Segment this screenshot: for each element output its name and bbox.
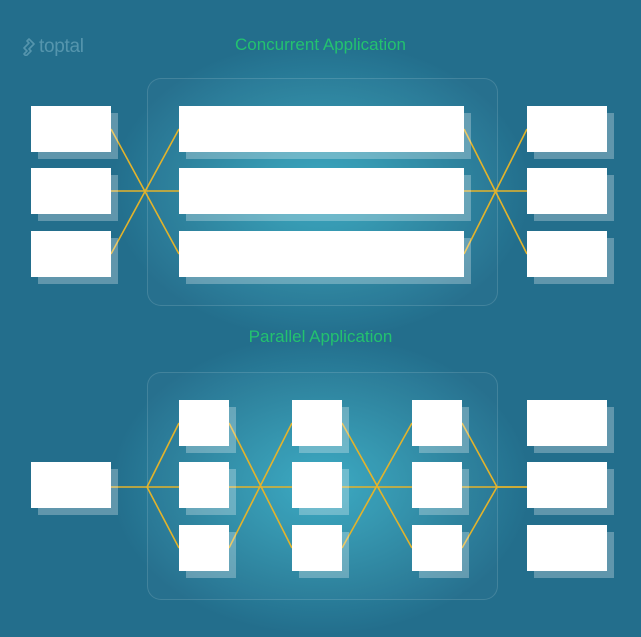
concurrent-title: Concurrent Application: [234, 35, 407, 54]
brand-name: toptal: [39, 36, 84, 57]
concurrent-process-bar-2: [179, 168, 464, 214]
concurrent-output-box-3: [527, 231, 607, 277]
parallel-output-box-3: [527, 525, 607, 571]
concurrent-process-bar-3: [179, 231, 464, 277]
parallel-stage1-box-3: [179, 525, 229, 571]
parallel-stage1-box-2: [179, 462, 229, 508]
toptal-logo-icon: [23, 38, 35, 56]
parallel-stage2-box-1: [292, 400, 342, 446]
concurrent-process-bar-1: [179, 106, 464, 152]
parallel-stage3-box-2: [412, 462, 462, 508]
parallel-title: Parallel Application: [248, 327, 393, 346]
parallel-stage3-box-3: [412, 525, 462, 571]
parallel-input-box: [31, 462, 111, 508]
parallel-output-box-1: [527, 400, 607, 446]
concurrent-input-box-2: [31, 168, 111, 214]
parallel-stage2-box-3: [292, 525, 342, 571]
parallel-stage1-box-1: [179, 400, 229, 446]
concurrent-input-box-1: [31, 106, 111, 152]
concurrent-input-box-3: [31, 231, 111, 277]
concurrent-output-box-2: [527, 168, 607, 214]
parallel-stage3-box-1: [412, 400, 462, 446]
concurrent-output-box-1: [527, 106, 607, 152]
parallel-stage2-box-2: [292, 462, 342, 508]
toptal-logo: toptal: [22, 36, 84, 58]
concurrent-app-container: [147, 78, 498, 306]
parallel-output-box-2: [527, 462, 607, 508]
